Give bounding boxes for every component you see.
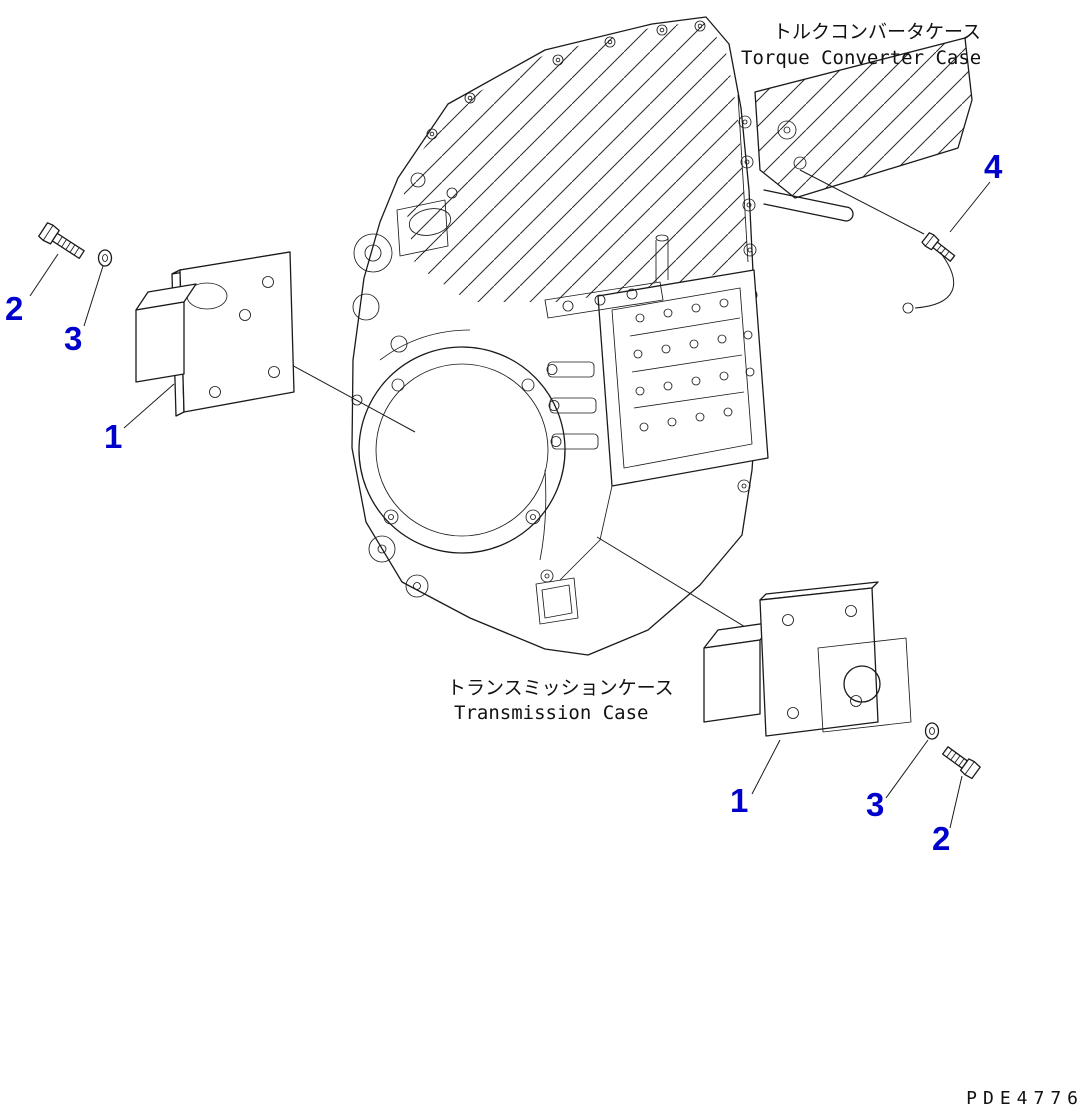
- bracket-bottom-holes: [782, 605, 862, 719]
- washer-left: [97, 249, 113, 267]
- callout-1-left: 1: [104, 418, 122, 455]
- callout-4-right: 4: [984, 148, 1003, 185]
- callout-1-bottom: 1: [730, 782, 748, 819]
- casting-details-left: [351, 172, 471, 406]
- leader-callout-3-left: [83, 265, 104, 327]
- leader-case-to-bolt4: [799, 169, 925, 235]
- round-housing: [358, 346, 566, 554]
- leader-callout-2-bottom: [949, 775, 963, 829]
- case-outline: [351, 16, 758, 656]
- lower-left-bosses: [368, 535, 429, 598]
- label-transmission-jp: トランスミッションケース: [447, 677, 674, 699]
- bottom-port: [535, 469, 579, 625]
- label-torque-converter-en: Torque Converter Case: [741, 47, 981, 69]
- bolt-right-assembly: [902, 232, 956, 314]
- control-valve-body: [544, 234, 769, 581]
- lock-wire: [914, 251, 955, 309]
- bracket-left: [135, 251, 295, 417]
- manifold: [544, 234, 669, 319]
- solenoids: [546, 361, 599, 450]
- callout-2-bottom: 2: [932, 820, 950, 857]
- leader-callout-4: [949, 181, 991, 233]
- callout-2-left: 2: [5, 290, 23, 327]
- callout-3-bottom: 3: [866, 786, 884, 823]
- bracket-bottom-right: [703, 581, 912, 737]
- torque-converter-flange: [754, 37, 973, 222]
- leader-callout-1-bottom: [751, 739, 781, 795]
- shaft-protrusion: [763, 189, 854, 222]
- top-edge-bolt-holes: [426, 20, 706, 140]
- leader-callout-2-left: [29, 253, 59, 297]
- bolt-left: [38, 222, 85, 260]
- wire-loop: [902, 302, 914, 314]
- transmission-assembly: [351, 16, 769, 656]
- leader-callout-3-bottom: [885, 739, 929, 799]
- doc-code: PDE4776: [966, 1088, 1084, 1109]
- valve-bolt-holes: [633, 298, 755, 432]
- label-transmission-en: Transmission Case: [454, 702, 648, 724]
- washer-bottom: [924, 722, 940, 740]
- bolt-bottom: [942, 746, 981, 780]
- label-torque-converter-jp: トルクコンバータケース: [773, 21, 981, 43]
- leader-callout-1-left: [123, 383, 175, 429]
- callout-3-left: 3: [64, 320, 82, 357]
- bracket-left-holes: [209, 276, 280, 398]
- torque-converter-hatch-region: [402, 21, 748, 302]
